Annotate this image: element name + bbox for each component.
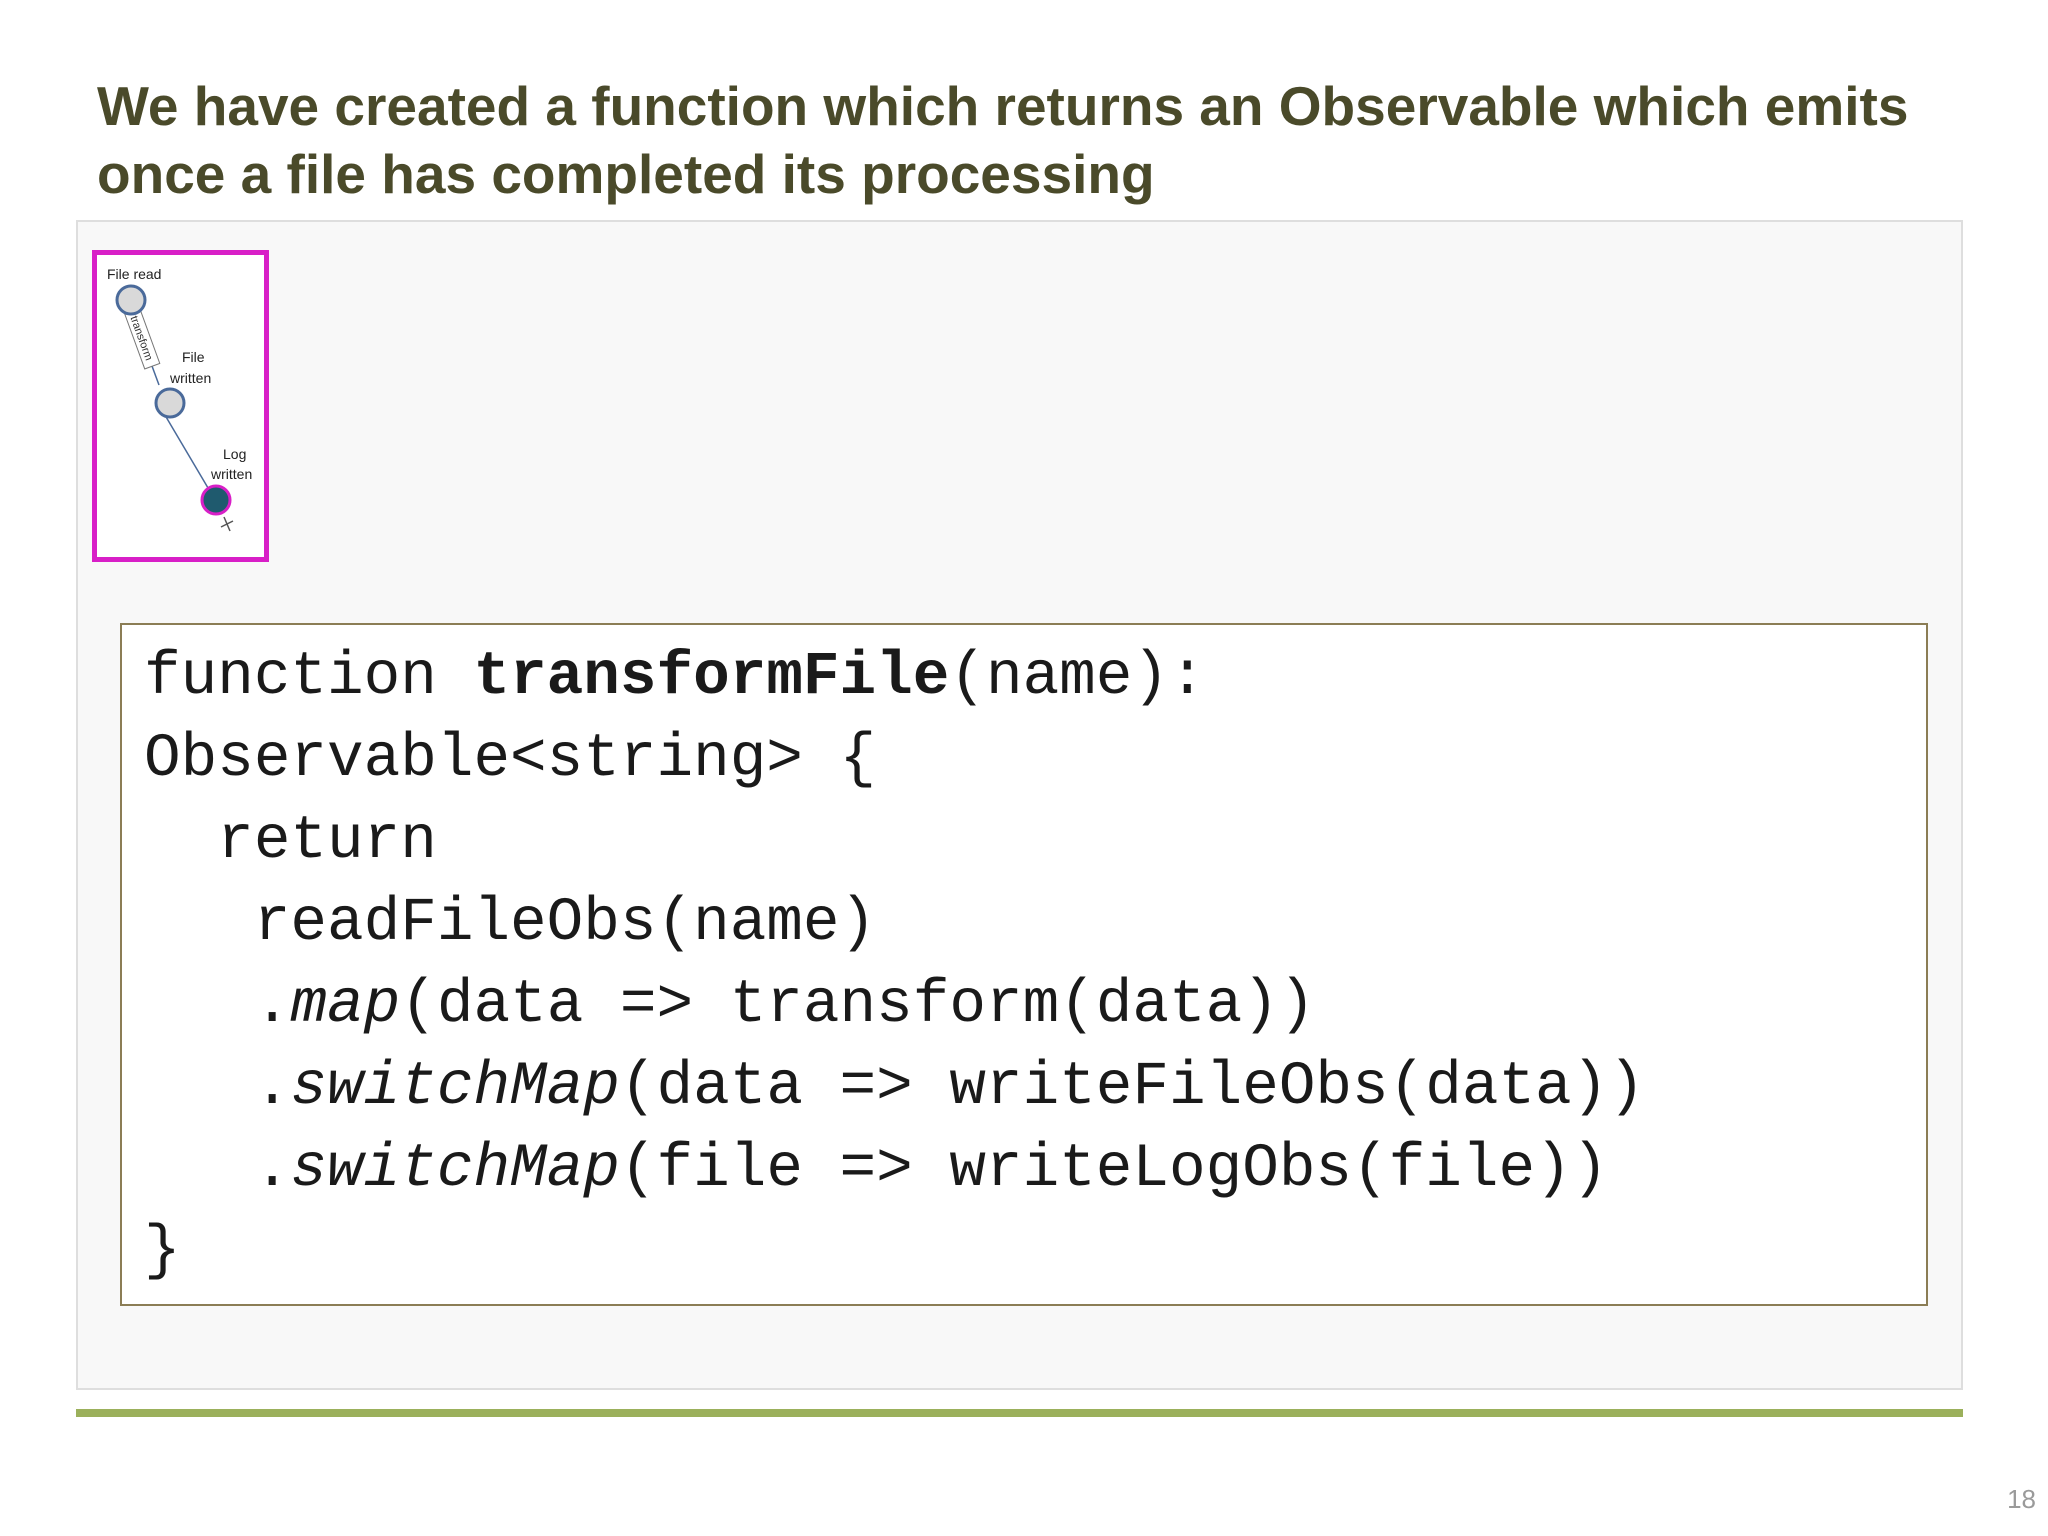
- footer-divider: [76, 1409, 1963, 1417]
- log-written-node: [200, 484, 232, 516]
- code-line-8: }: [144, 1217, 181, 1286]
- marble-diagram-svg: transform File read File written Log wri…: [107, 266, 252, 532]
- code-operator-switchmap: switchMap: [290, 1053, 620, 1122]
- transform-label-box: transform: [123, 306, 161, 370]
- code-line-5: .map(data => transform(data)): [144, 965, 1926, 1047]
- code-operator-map: map: [290, 971, 401, 1040]
- completion-mark-icon: [220, 516, 234, 532]
- file-read-label: File read: [107, 266, 161, 282]
- log-written-label-2: written: [210, 466, 252, 482]
- file-written-label-1: File: [182, 349, 205, 365]
- code-dot: .: [144, 971, 291, 1040]
- code-line-6: .switchMap(data => writeFileObs(data)): [144, 1047, 1926, 1129]
- code-dot: .: [144, 1053, 291, 1122]
- code-line-7: .switchMap(file => writeLogObs(file)): [144, 1129, 1926, 1211]
- code-block: function transformFile(name): Observable…: [120, 623, 1928, 1306]
- code-args: (data => transform(data)): [400, 971, 1316, 1040]
- log-written-label-1: Log: [223, 446, 246, 462]
- slide-title-line-2: once a file has completed its processing: [97, 143, 1155, 205]
- marble-diagram: transform File read File written Log wri…: [92, 250, 269, 562]
- page-number: 18: [2007, 1484, 2036, 1514]
- code-line-1: function transformFile(name):: [144, 637, 1926, 719]
- code-function-name: transformFile: [473, 643, 950, 712]
- file-written-node: [154, 387, 186, 419]
- code-args: (data => writeFileObs(data)): [619, 1053, 1645, 1122]
- code-operator-switchmap: switchMap: [290, 1135, 620, 1204]
- code-dot: .: [144, 1135, 291, 1204]
- file-read-node: [115, 284, 147, 316]
- code-args: (file => writeLogObs(file)): [619, 1135, 1609, 1204]
- slide-title: We have created a function which returns…: [97, 72, 1997, 208]
- code-line-4: readFileObs(name): [144, 889, 877, 958]
- code-line-3: return: [144, 807, 437, 876]
- slide-title-line-1: We have created a function which returns…: [97, 75, 1909, 137]
- code-line-2: Observable<string> {: [144, 725, 877, 794]
- log-edge: [158, 404, 212, 494]
- code-signature: (name):: [949, 643, 1206, 712]
- code-keyword-function: function: [144, 643, 474, 712]
- file-written-label-2: written: [169, 370, 211, 386]
